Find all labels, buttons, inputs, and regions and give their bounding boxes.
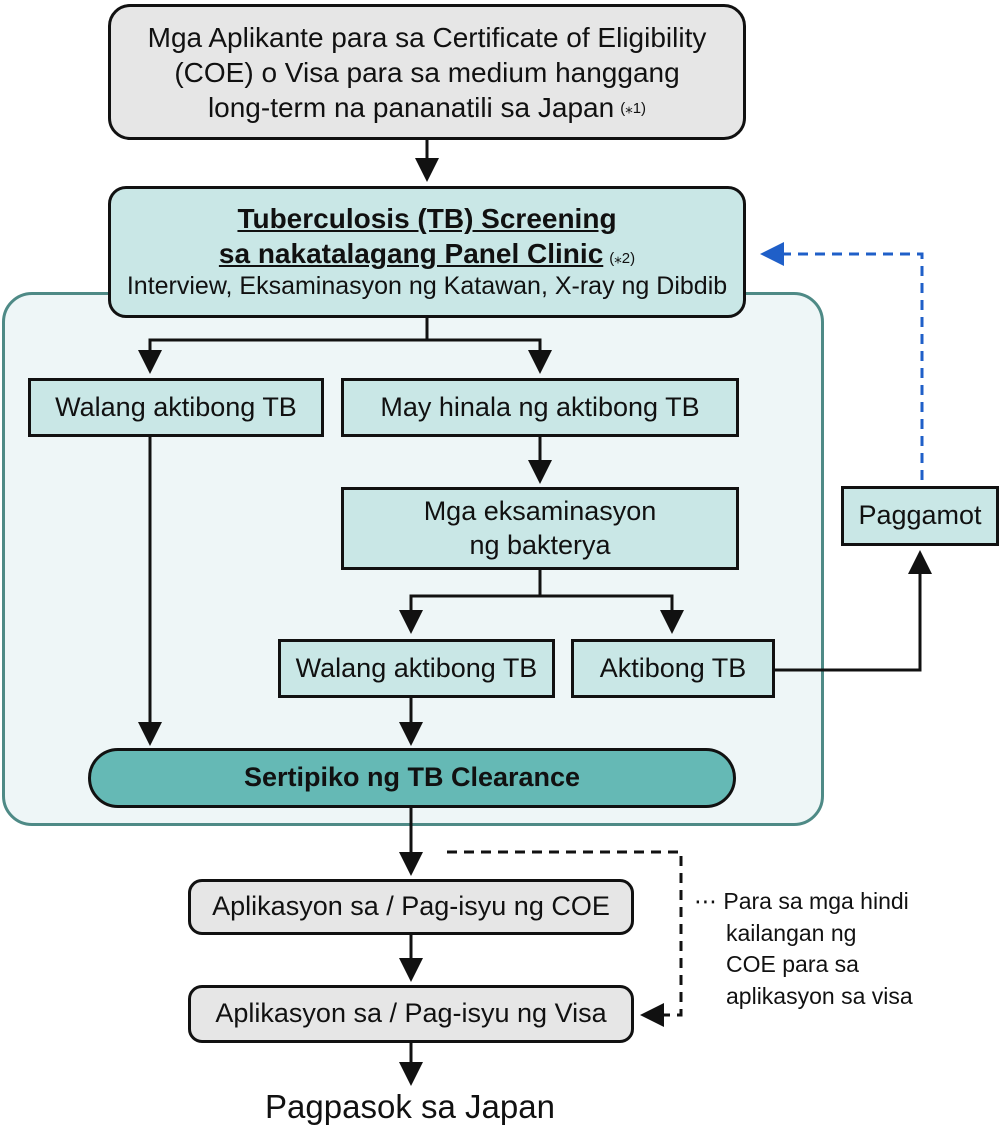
visa-application-box: Aplikasyon sa / Pag-isyu ng Visa [188,985,634,1043]
arrow-dashed-bypass-to-visa [447,850,683,1027]
bacteria-exam-box: Mga eksaminasyon ng bakterya [341,487,739,570]
entry-to-japan-label: Pagpasok sa Japan [265,1088,555,1125]
tb-clearance-certificate-label: Sertipiko ng TB Clearance [243,762,581,793]
side-note-line-4: aplikasyon sa visa [726,983,913,1010]
arrow-bacteria-split [399,570,542,634]
visa-application-label: Aplikasyon sa / Pag-isyu ng Visa [215,998,607,1029]
no-active-tb-label-1: Walang aktibong TB [55,391,297,422]
arrow-to-active [540,594,684,634]
coe-application-box: Aplikasyon sa / Pag-isyu ng COE [188,879,634,935]
arrow-treatment-to-screening [760,242,924,480]
screening-footnote: (⁎2) [609,249,636,267]
active-tb-label: Aktibong TB [599,652,747,683]
screening-box: Tuberculosis (TB) Screening sa nakatalag… [108,186,746,318]
side-note-line-3: COE para sa [726,951,859,978]
applicants-line2: (COE) o Visa para sa medium hanggang [174,56,680,88]
applicants-line3: long-term na pananatili sa Japan [207,91,615,123]
screening-title-line2: sa nakatalagang Panel Clinic [218,238,604,270]
no-active-tb-label-2: Walang aktibong TB [295,652,538,683]
visa-only-side-note: ⋯ Para sa mga hindi kailangan ng COE par… [694,886,994,1013]
coe-application-label: Aplikasyon sa / Pag-isyu ng COE [212,891,610,922]
tb-clearance-certificate: Sertipiko ng TB Clearance [88,748,736,808]
no-active-tb-box-1: Walang aktibong TB [28,378,324,437]
side-note-line-2: kailangan ng [726,919,857,946]
screening-title-line2-wrap: sa nakatalagang Panel Clinic (⁎2) [219,236,635,271]
bacteria-exam-line2: ng bakterya [469,529,611,560]
applicants-line3-wrap: long-term na pananatili sa Japan (⁎1) [208,90,646,125]
arrow-screening-split [138,318,429,374]
applicants-footnote: (⁎1) [620,99,647,117]
arrow-active-to-treatment [775,550,932,672]
screening-title-line1: Tuberculosis (TB) Screening [237,203,617,235]
suspected-tb-label: May hinala ng aktibong TB [380,391,700,422]
arrow-to-suspected [427,338,552,374]
applicants-box: Mga Aplikante para sa Certificate of Eli… [108,4,746,140]
bacteria-exam-line1: Mga eksaminasyon [423,495,657,526]
side-note-line-1: ⋯ Para sa mga hindi [694,888,909,914]
applicants-line1: Mga Aplikante para sa Certificate of Eli… [147,21,707,53]
no-active-tb-box-2: Walang aktibong TB [278,639,555,698]
screening-subtitle: Interview, Eksaminasyon ng Katawan, X-ra… [126,272,728,301]
suspected-tb-box: May hinala ng aktibong TB [341,378,739,437]
active-tb-box: Aktibong TB [571,639,775,698]
treatment-box: Paggamot [841,486,999,546]
treatment-label: Paggamot [858,500,982,531]
